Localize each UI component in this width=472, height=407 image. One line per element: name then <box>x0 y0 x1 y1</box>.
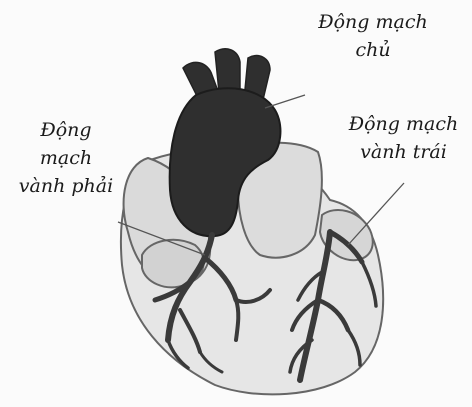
label-left-coronary-line1: Động mạch <box>335 110 472 138</box>
label-right-coronary-line1: Động <box>0 116 132 144</box>
label-aorta-line2: chủ <box>298 36 448 64</box>
label-right-coronary-line2: mạch <box>0 144 132 172</box>
label-left-coronary: Động mạch vành trái <box>335 110 472 166</box>
label-aorta-line1: Động mạch <box>298 8 448 36</box>
label-right-coronary-line3: vành phải <box>0 172 132 200</box>
aorta-leader-line <box>265 95 305 108</box>
label-right-coronary: Động mạch vành phải <box>0 116 132 200</box>
label-aorta: Động mạch chủ <box>298 8 448 64</box>
label-left-coronary-line2: vành trái <box>335 138 472 166</box>
